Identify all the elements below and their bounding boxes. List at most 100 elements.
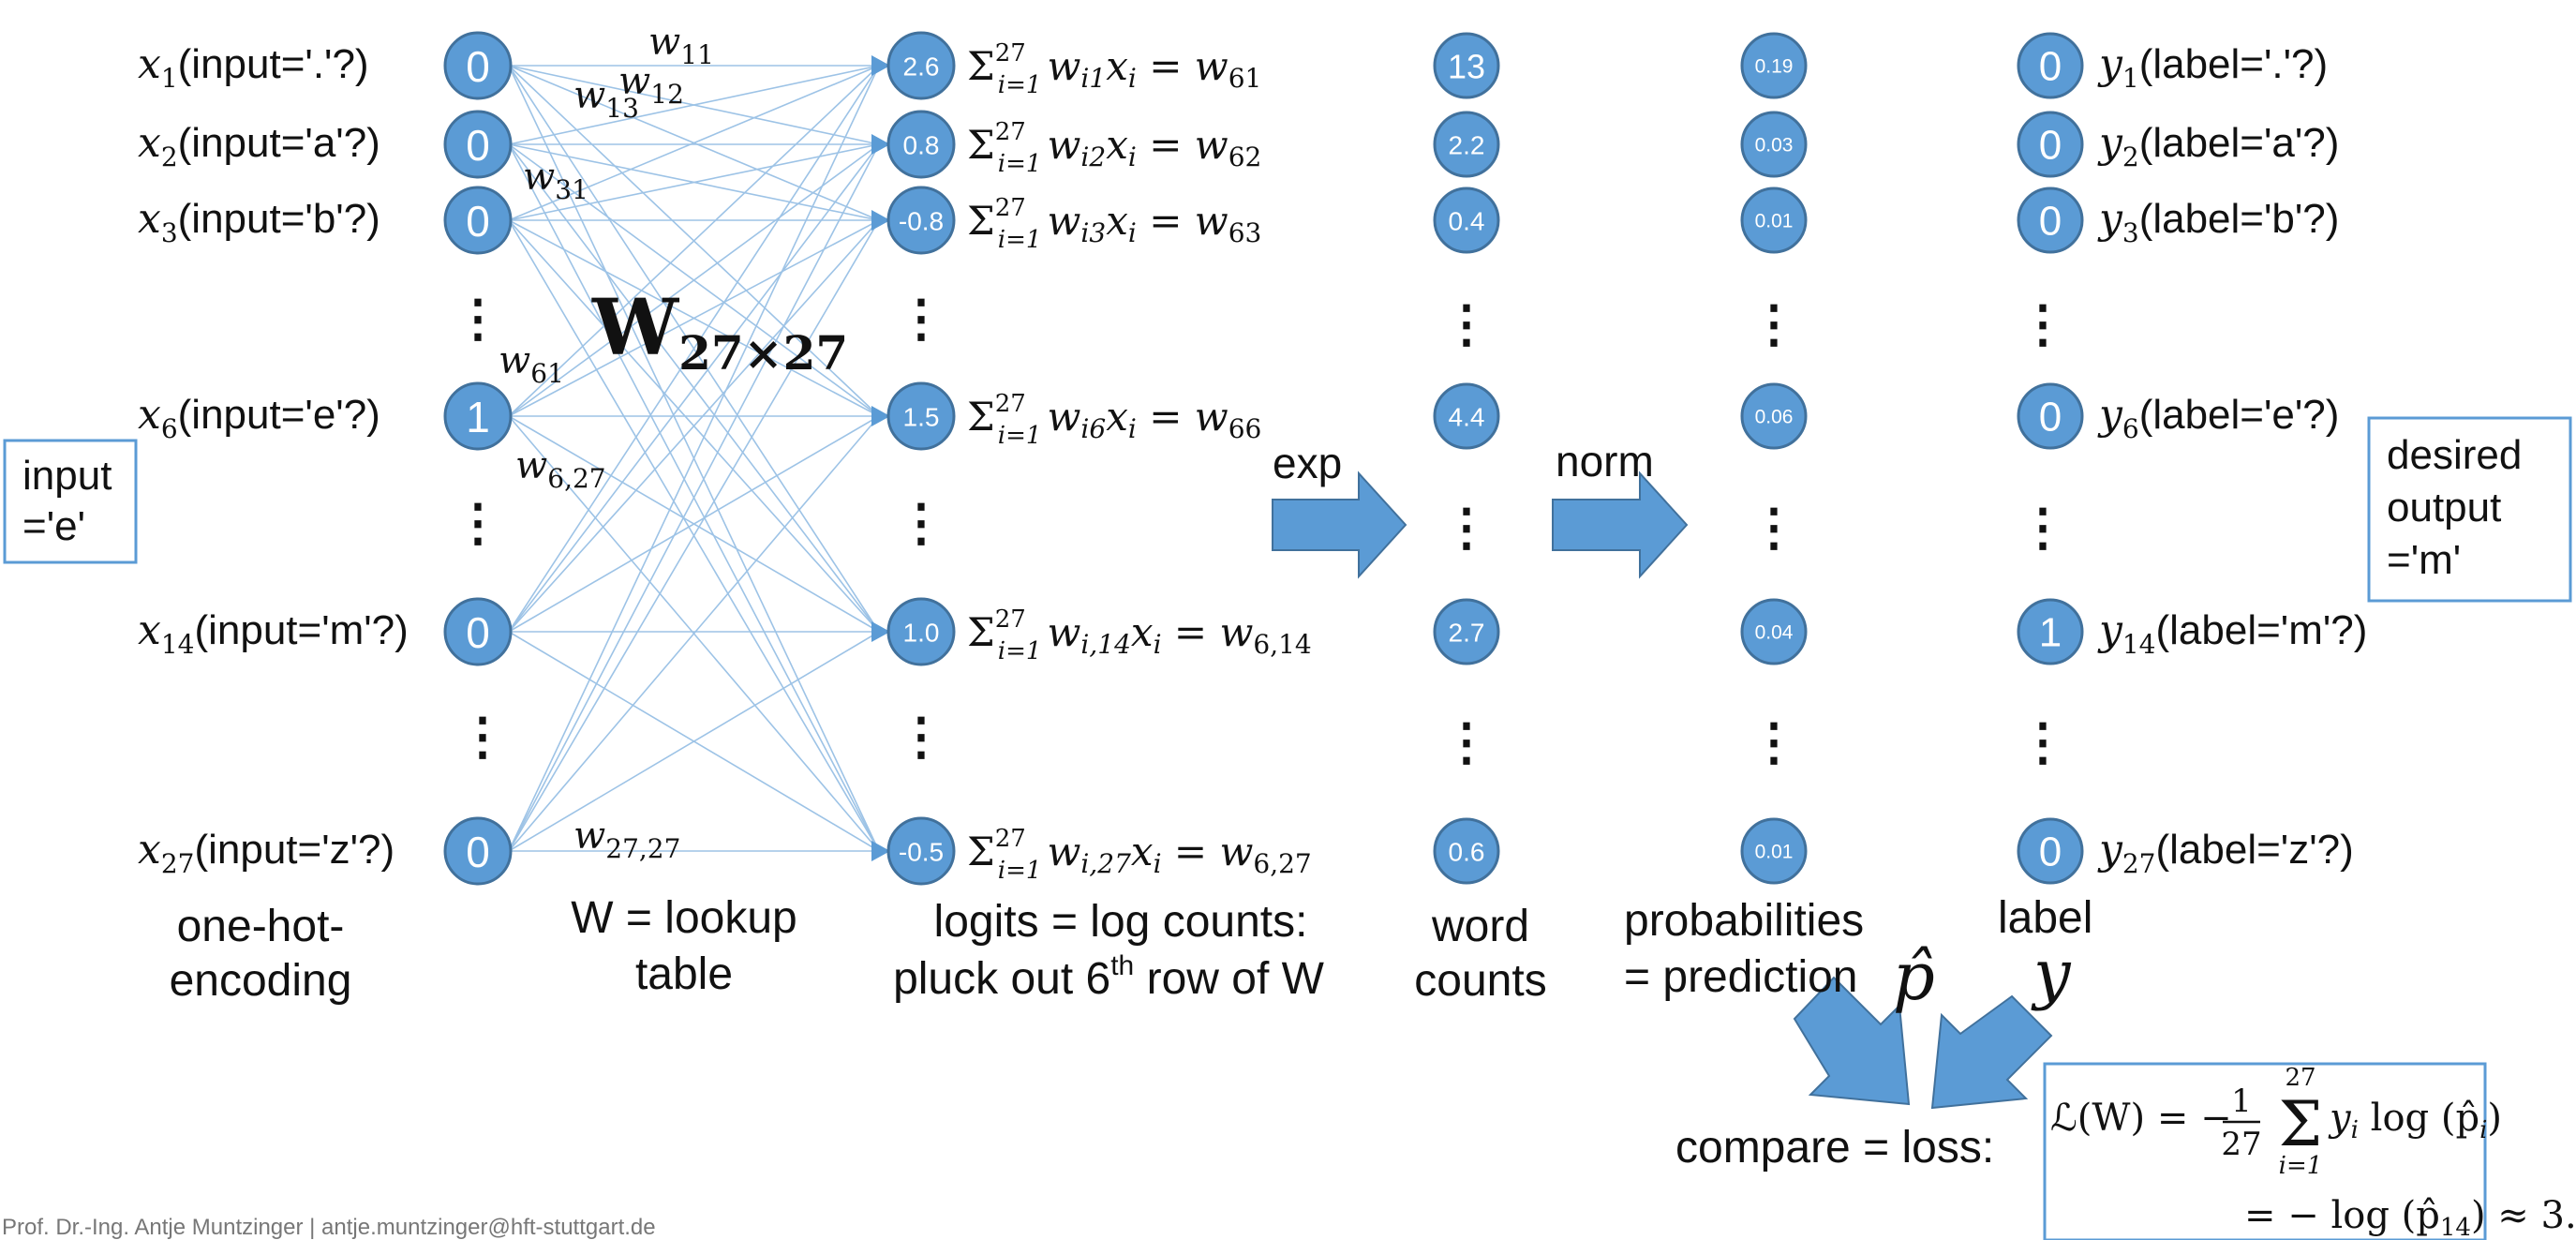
input-node-value: 0 bbox=[466, 197, 490, 246]
weight-labels: w11 w12 w13 w31 w61 w6,27 w27,27 W27×27 bbox=[499, 21, 848, 864]
input-label: x27(input='z'?) bbox=[138, 826, 395, 879]
weight-edge bbox=[508, 219, 880, 417]
counts-caption-line1: word bbox=[1431, 902, 1529, 951]
loss-sum-upper: 27 bbox=[2285, 1064, 2315, 1092]
desired-output-line3: ='m' bbox=[2387, 537, 2461, 583]
weight-edge bbox=[508, 143, 880, 852]
loss-formula: ℒ(W) = − 1 27 27 Σ i=1 yi log (p̂i) = − … bbox=[2043, 1062, 2576, 1240]
weight-edges bbox=[508, 55, 890, 861]
desired-output-box-frame bbox=[2367, 416, 2572, 603]
ellipsis: ⋮ bbox=[2018, 296, 2068, 352]
weight-edge bbox=[508, 65, 880, 633]
loss-summand: yi log (p̂i) bbox=[2328, 1097, 2502, 1144]
prob-node-value: 0.03 bbox=[1755, 135, 1794, 157]
logit-node-circle bbox=[886, 110, 956, 179]
input-node-circle bbox=[443, 381, 513, 451]
counts-caption-line2: counts bbox=[1414, 956, 1546, 1006]
output-label: y14(label='m'?) bbox=[2097, 606, 2367, 660]
weight-label-w61: w61 bbox=[499, 339, 564, 389]
prob-node-value: 0.19 bbox=[1755, 56, 1794, 78]
weight-edge bbox=[508, 219, 880, 633]
label-node-circle bbox=[2017, 598, 2084, 665]
ellipsis: ⋮ bbox=[1749, 296, 1799, 352]
norm-arrow-shape bbox=[1552, 471, 1689, 579]
weight-edge bbox=[508, 143, 880, 417]
input-node-circle bbox=[443, 186, 513, 255]
count-node-value: 4.4 bbox=[1449, 403, 1485, 432]
prob-node-circle bbox=[1740, 817, 1808, 885]
label-node-circle bbox=[2017, 32, 2084, 99]
ellipsis: ⋮ bbox=[1441, 714, 1492, 770]
weight-label-w12: w12 bbox=[618, 60, 684, 110]
label-node-value: 0 bbox=[2039, 199, 2062, 245]
label-node-circle bbox=[2017, 111, 2084, 178]
output-labels: y1(label='.'?)y2(label='a'?)y3(label='b'… bbox=[2097, 40, 2367, 879]
input-node-value: 0 bbox=[466, 42, 490, 91]
weight-label-w2727: w27,27 bbox=[573, 814, 680, 864]
desired-output-line1: desired bbox=[2387, 432, 2522, 478]
ellipsis: ⋮ bbox=[453, 495, 503, 551]
logit-node-circle bbox=[886, 597, 956, 666]
loss-arrows bbox=[1793, 976, 2053, 1110]
logits-caption-line2: pluck out 6th row of W bbox=[893, 950, 1325, 1004]
count-node-value: 0.4 bbox=[1449, 207, 1485, 236]
weight-edge bbox=[508, 65, 880, 145]
weight-edge bbox=[508, 415, 880, 633]
input-label: x2(input='a'?) bbox=[138, 119, 380, 172]
count-node-circle bbox=[1433, 598, 1500, 665]
edge-arrowhead bbox=[871, 841, 890, 861]
output-label: y1(label='.'?) bbox=[2097, 40, 2328, 94]
prediction-symbol: p̂ bbox=[1893, 938, 1935, 1015]
edge-arrowhead bbox=[871, 55, 890, 76]
label-node-circle bbox=[2017, 187, 2084, 254]
norm-arrow: norm bbox=[1552, 437, 1689, 579]
count-node-circle bbox=[1433, 187, 1500, 254]
loss-sum-symbol: Σ bbox=[2279, 1088, 2323, 1160]
prob-node-value: 0.01 bbox=[1755, 842, 1794, 863]
input-box: input ='e' bbox=[3, 439, 138, 564]
edge-arrowhead bbox=[871, 406, 890, 426]
weight-label-w11: w11 bbox=[648, 21, 714, 70]
label-node-value: 0 bbox=[2039, 829, 2062, 875]
exp-arrow: exp bbox=[1272, 439, 1407, 579]
lookup-caption-line1: W = lookup bbox=[571, 893, 797, 943]
weight-edge bbox=[508, 143, 880, 633]
probabilities-caption-line2: = prediction bbox=[1624, 952, 1858, 1002]
weight-label-w31: w31 bbox=[523, 156, 588, 205]
logit-node-value: 2.6 bbox=[903, 52, 940, 82]
logit-node-circle bbox=[886, 381, 956, 451]
captions: one-hot- encoding W = lookup table logit… bbox=[170, 893, 2093, 1173]
ellipsis: ⋮ bbox=[457, 709, 508, 765]
input-box-frame bbox=[3, 439, 138, 564]
weight-edge bbox=[508, 631, 880, 852]
ellipsis: ⋮ bbox=[896, 291, 946, 347]
loss-result: = − log (p̂14) ≈ 3.2 bbox=[2244, 1194, 2576, 1240]
logit-node-circle bbox=[886, 31, 956, 100]
norm-label: norm bbox=[1556, 437, 1654, 486]
input-node-value: 0 bbox=[466, 608, 490, 657]
input-node-circle bbox=[443, 110, 513, 179]
label-node-value: 0 bbox=[2039, 123, 2062, 169]
prediction-to-loss-arrow bbox=[1793, 976, 1911, 1106]
edge-arrowhead bbox=[871, 621, 890, 642]
input-label: x1(input='.'?) bbox=[138, 40, 369, 94]
one-hot-caption-line2: encoding bbox=[170, 956, 352, 1006]
prob-node-circle bbox=[1740, 187, 1808, 254]
loss-frac-den: 27 bbox=[2221, 1126, 2261, 1163]
loss-frac-num: 1 bbox=[2231, 1083, 2252, 1120]
label-caption: label bbox=[1998, 893, 2092, 943]
ellipsis: ⋮ bbox=[1749, 500, 1799, 556]
prob-node-circle bbox=[1740, 598, 1808, 665]
logit-node-value: -0.8 bbox=[899, 207, 944, 236]
logit-node-value: -0.5 bbox=[899, 838, 944, 867]
loss-sum-lower: i=1 bbox=[2279, 1152, 2323, 1180]
weight-edge bbox=[508, 65, 880, 221]
ellipsis: ⋮ bbox=[1749, 714, 1799, 770]
